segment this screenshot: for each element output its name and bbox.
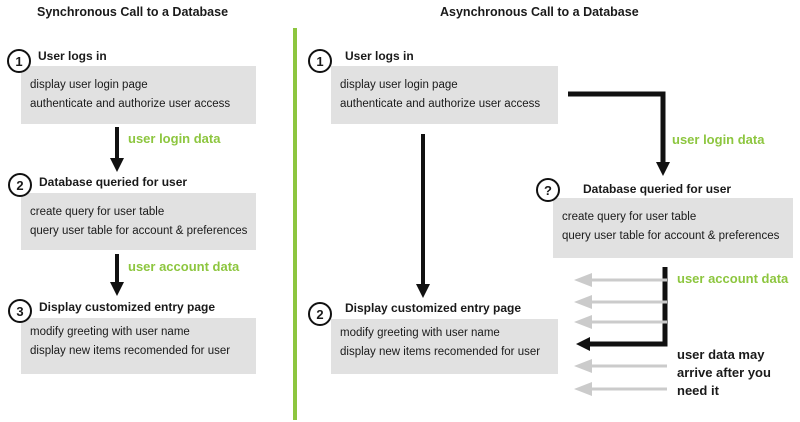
late-arrival-note: user data may arrive after you need it	[677, 347, 771, 398]
async-step2-box: modify greeting with user name display n…	[331, 319, 558, 374]
sync-step2-line1: create query for user table	[30, 206, 165, 218]
sync-step3-box: modify greeting with user name display n…	[21, 318, 256, 374]
sync-step2-box: create query for user table query user t…	[21, 193, 256, 250]
async-query-badge: ?	[536, 178, 560, 202]
sync-step2-line2: query user table for account & preferenc…	[30, 224, 248, 237]
async-step2-badge: 2	[308, 302, 332, 326]
async-login-data-elbow-arrow-icon	[568, 91, 670, 176]
sync-login-data-label: user login data	[128, 131, 221, 146]
async-query-heading: Database queried for user	[583, 182, 732, 196]
async-query-line2: query user table for account & preferenc…	[562, 229, 780, 242]
sync-step1-line1: display user login page	[30, 79, 148, 91]
sync-step3-badge: 3	[8, 299, 32, 323]
sync-account-data-label: user account data	[128, 259, 240, 274]
column-divider	[293, 28, 297, 420]
async-step1-heading: User logs in	[345, 49, 414, 63]
async-step1-box: display user login page authenticate and…	[331, 66, 558, 124]
async-step1-badge: 1	[308, 49, 332, 73]
async-step1-line2: authenticate and authorize user access	[340, 97, 541, 110]
async-step2-heading: Display customized entry page	[345, 301, 522, 315]
async-query-box: create query for user table query user t…	[553, 198, 793, 258]
async-query-line1: create query for user table	[562, 211, 697, 223]
sync-step1-line2: authenticate and authorize user access	[30, 97, 231, 110]
async-column-title: Asynchronous Call to a Database	[440, 5, 639, 19]
sync-step3-line1: modify greeting with user name	[30, 326, 190, 338]
async-account-data-elbow-arrow-icon	[576, 267, 668, 351]
async-account-data-label: user account data	[677, 271, 789, 286]
sync-step1-heading: User logs in	[38, 49, 107, 63]
sync-column-title: Synchronous Call to a Database	[37, 5, 229, 19]
sync-step3-heading: Display customized entry page	[39, 300, 216, 314]
sync-step2-heading: Database queried for user	[39, 175, 188, 189]
async-step2-line1: modify greeting with user name	[340, 327, 500, 339]
async-step1-line1: display user login page	[340, 79, 458, 91]
sync-step1-badge: 1	[7, 49, 31, 73]
sync-step2-badge: 2	[8, 173, 32, 197]
async-login-data-label: user login data	[672, 132, 765, 147]
sync-step1-box: display user login page authenticate and…	[21, 66, 256, 124]
async-step2-line2: display new items recomended for user	[340, 345, 541, 358]
sync-step3-line2: display new items recomended for user	[30, 344, 231, 357]
